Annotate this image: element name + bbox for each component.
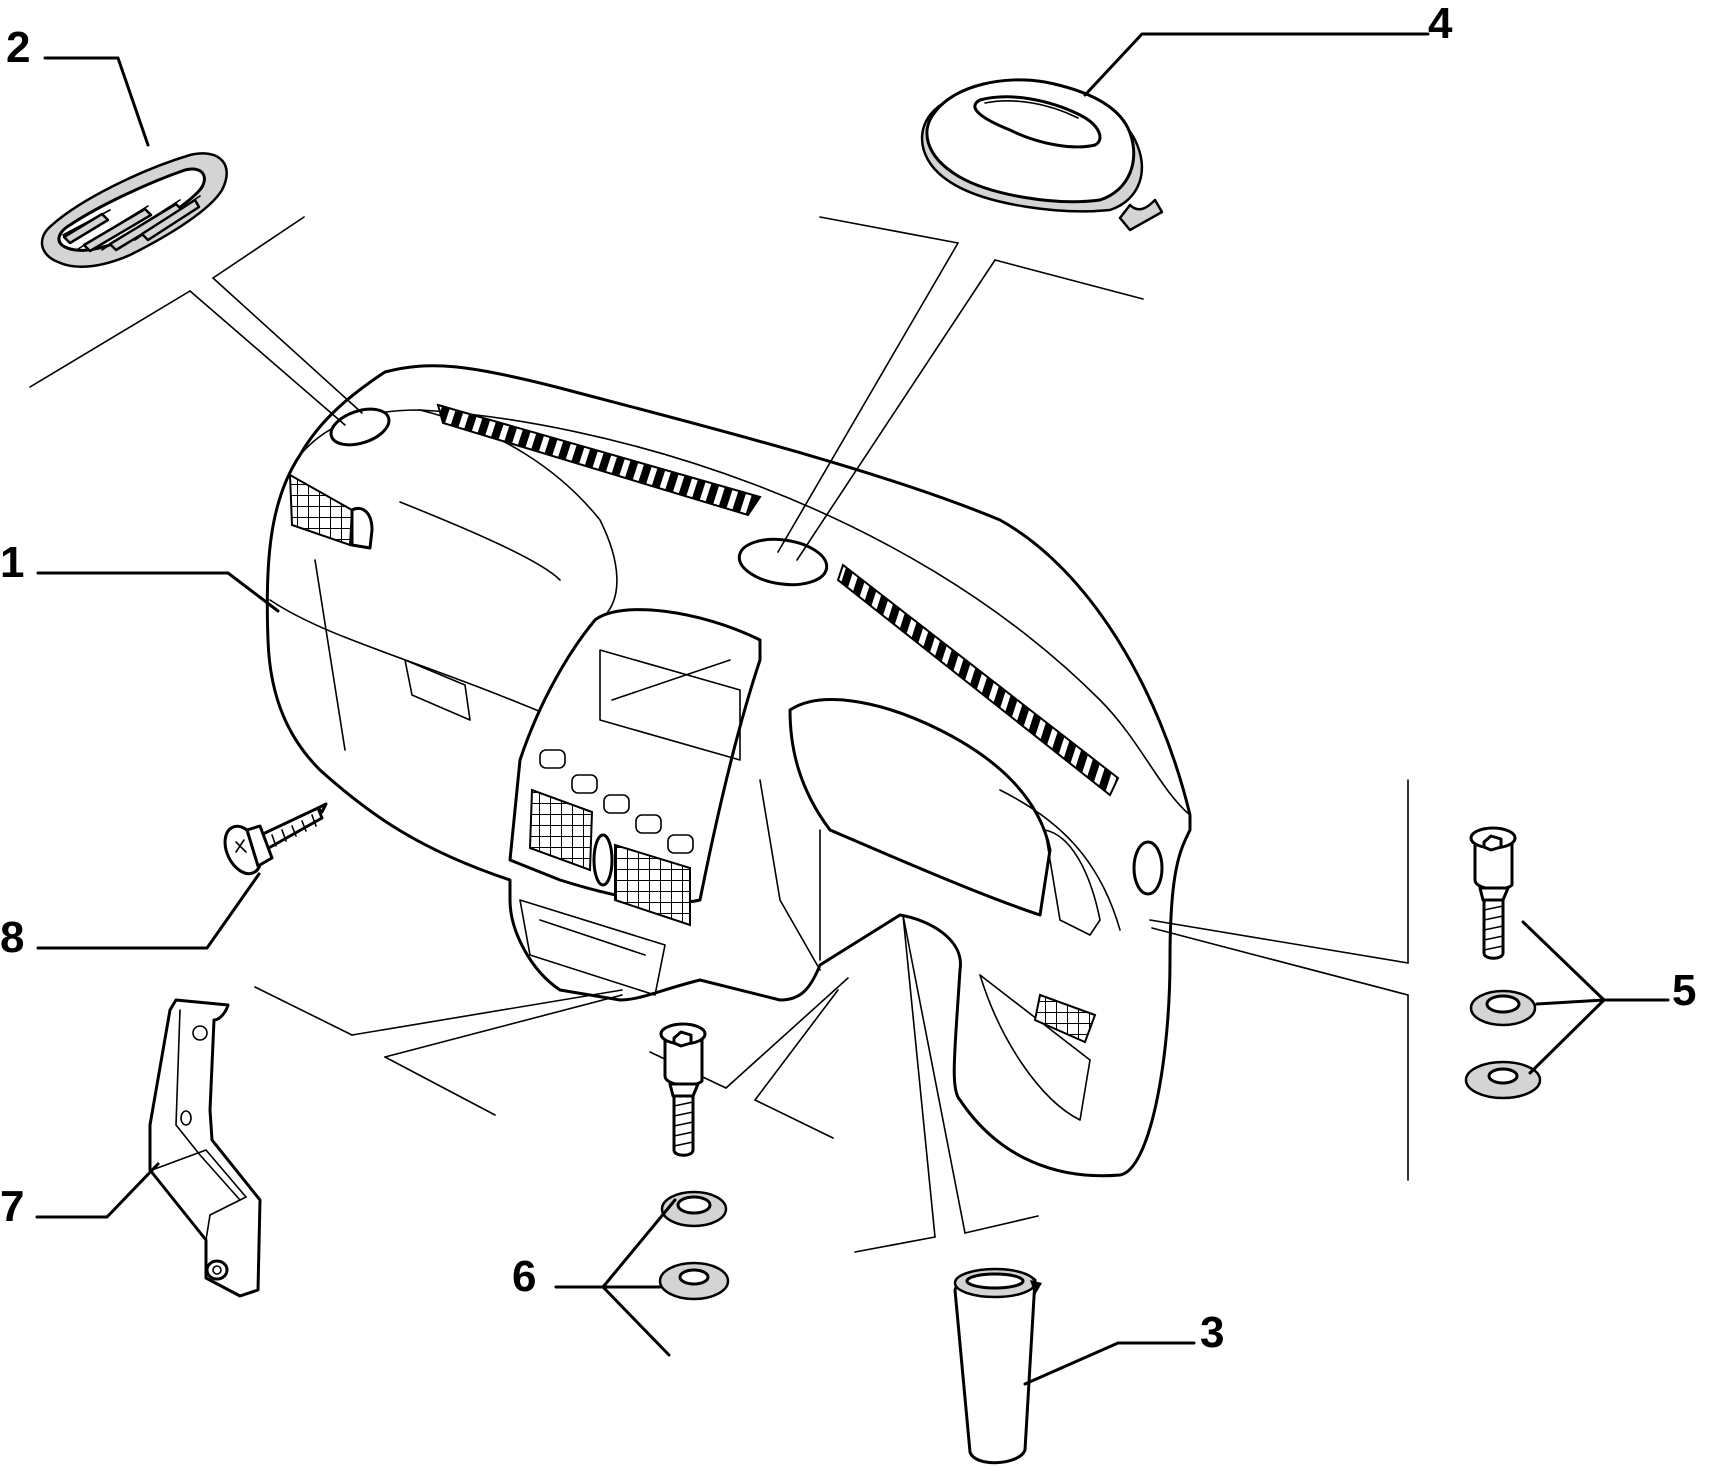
bolt-and-washers-right (1464, 826, 1542, 1100)
bolt-and-washers-lower (658, 1022, 730, 1301)
callout-4: 4 (1428, 0, 1453, 48)
callout-7: 7 (0, 1182, 24, 1231)
callout-6: 6 (512, 1252, 536, 1301)
callout-1: 1 (0, 538, 24, 587)
callout-2: 2 (6, 23, 30, 72)
side-speaker-grille (40, 152, 228, 268)
callout-numbers: 2 4 1 8 5 7 6 3 (0, 0, 1696, 1357)
leader-lines (29, 216, 1409, 1253)
callout-3: 3 (1200, 1308, 1224, 1357)
self-tapping-screw (223, 802, 328, 876)
dashboard-panel (265, 364, 1192, 1178)
callout-5: 5 (1672, 966, 1696, 1015)
trim-cap (953, 1267, 1042, 1465)
callout-leaders (35, 32, 1670, 1386)
mounting-bracket (148, 998, 262, 1298)
callout-8: 8 (0, 913, 24, 962)
center-speaker-cover (920, 78, 1164, 232)
